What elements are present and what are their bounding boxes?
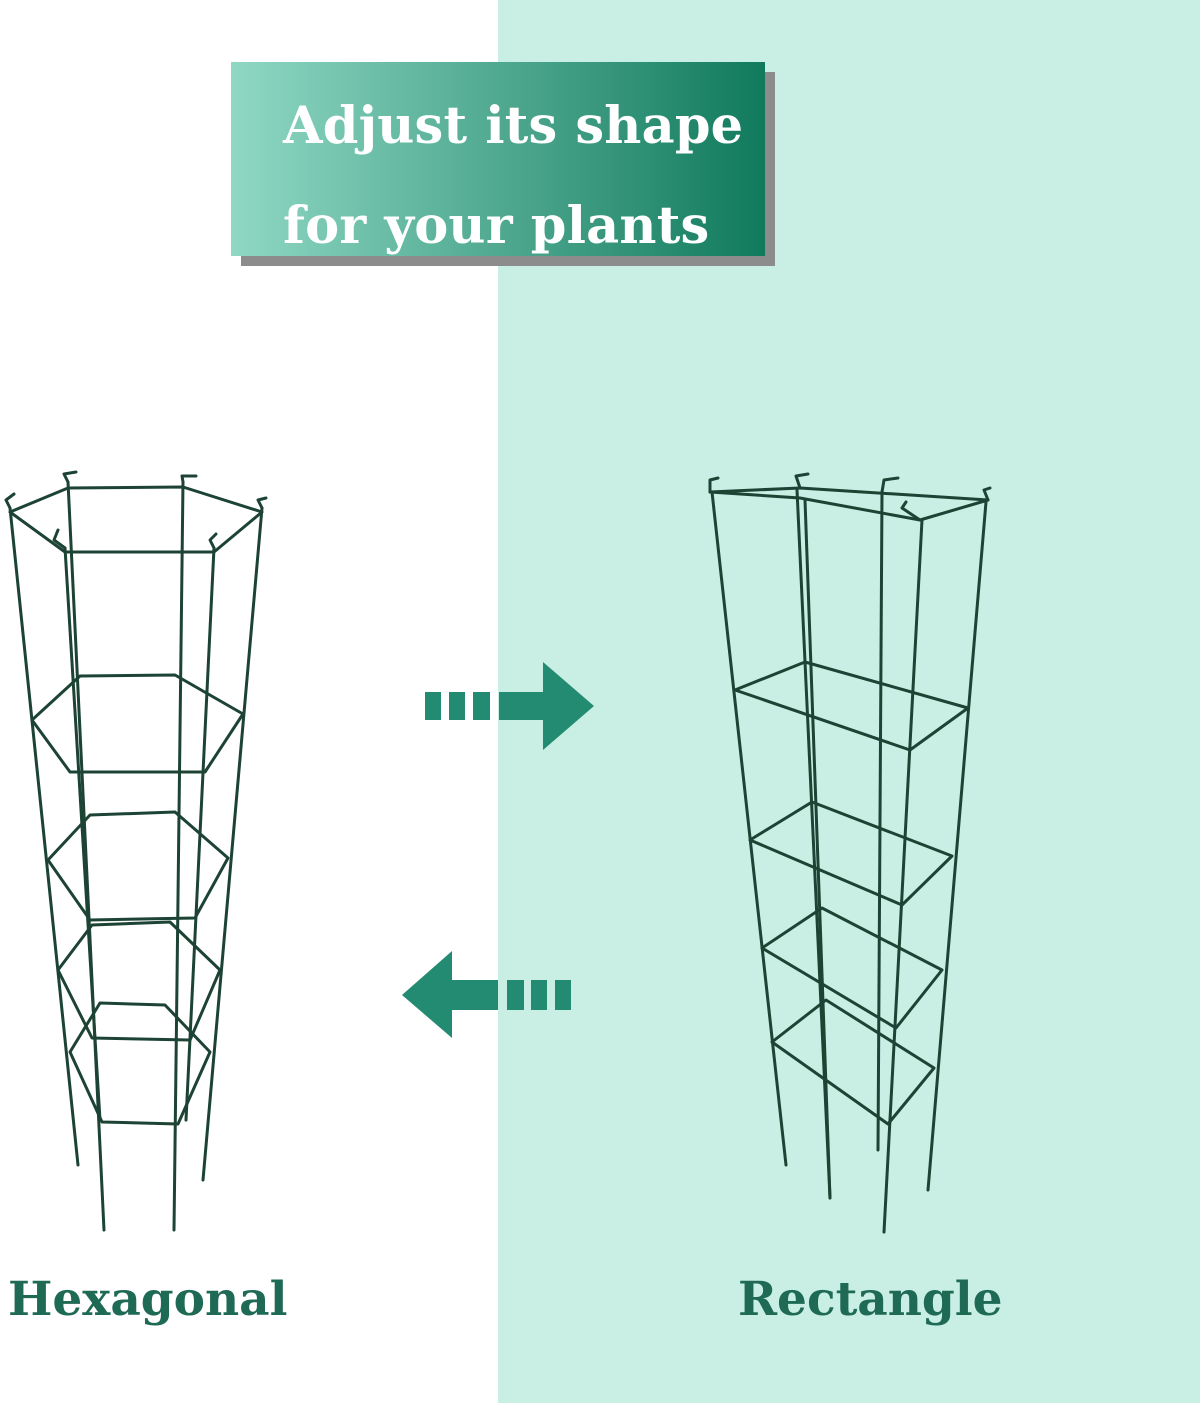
banner-line-2: for your plants — [283, 196, 710, 256]
hexagonal-cage-illustration — [4, 470, 268, 1232]
banner-line-1: Adjust its shape — [283, 96, 744, 156]
dashed-arrow-left-icon — [402, 951, 571, 1038]
caption-hexagonal: Hexagonal — [8, 1272, 288, 1327]
headline-banner: Adjust its shape for your plants — [231, 62, 765, 256]
caption-rectangle: Rectangle — [738, 1272, 1003, 1327]
dashed-arrow-right-icon — [425, 662, 594, 750]
rectangle-cage-illustration — [708, 472, 992, 1234]
